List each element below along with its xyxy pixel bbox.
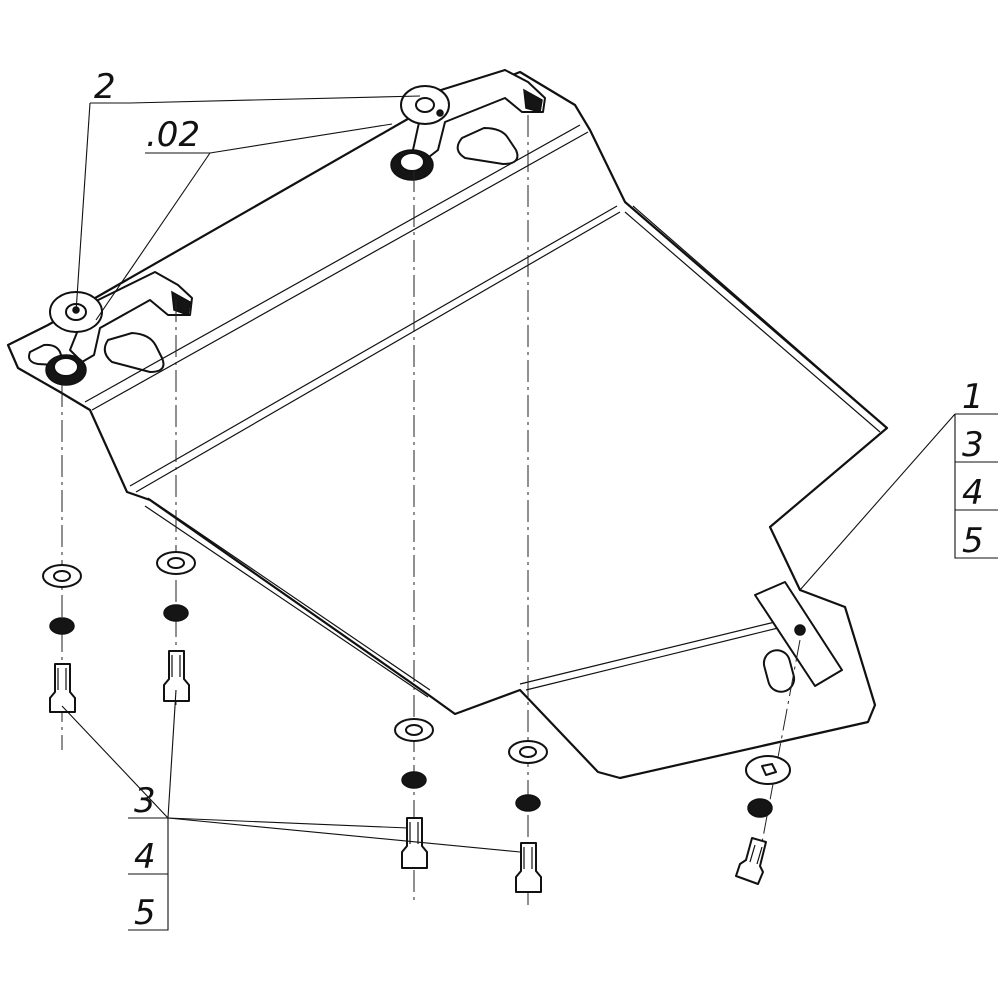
- callout-label-bottom-4: 4: [134, 837, 156, 877]
- skid-plate: [6, 70, 889, 780]
- fastener-stack-5: [735, 755, 791, 885]
- fastener-stack-4: [508, 740, 548, 893]
- mounting-bracket-right: [390, 69, 546, 181]
- plate-slot: [456, 127, 519, 165]
- callout-label-bottom-3: 3: [134, 781, 156, 821]
- tongue-slot: [762, 649, 796, 693]
- plate-slot: [103, 332, 165, 373]
- fastener-stack-3: [394, 718, 434, 869]
- callout-1: [799, 413, 998, 591]
- callout-label-right-5: 5: [962, 521, 984, 561]
- callout-2: [75, 95, 421, 313]
- callout-label-right-4: 4: [962, 473, 984, 513]
- callout-label-02: .02: [146, 115, 200, 155]
- callout-label-bottom-5: 5: [134, 893, 156, 933]
- reinforcement-strip: [754, 581, 843, 687]
- callout-label-2: 2: [94, 67, 116, 107]
- fastener-stack-2: [156, 551, 196, 702]
- callout-label-1: 1: [962, 377, 984, 417]
- callout-label-right-3: 3: [962, 425, 984, 465]
- callout-bottom-stack: [61, 689, 521, 931]
- callout-02: [95, 123, 393, 321]
- fastener-stack-1: [42, 564, 82, 713]
